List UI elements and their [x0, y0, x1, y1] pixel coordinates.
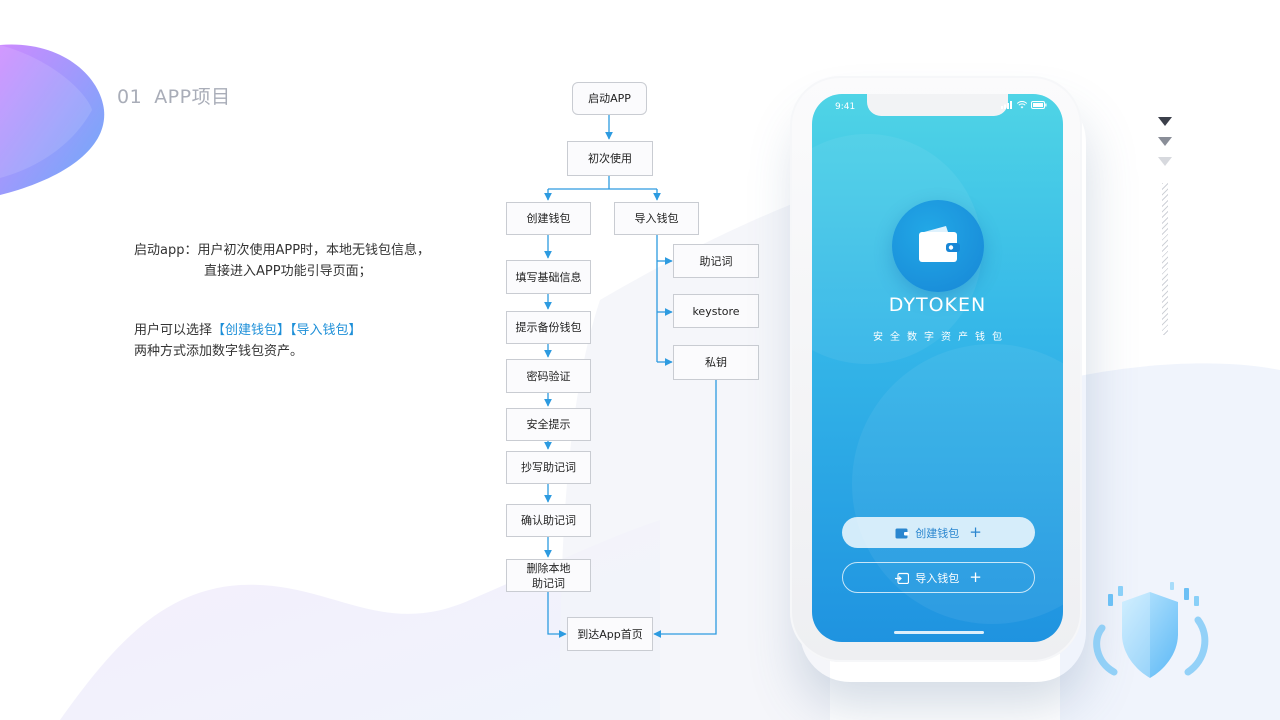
section-title: 01 APP项目	[117, 82, 231, 109]
flow-node-end: 到达App首页	[567, 617, 653, 651]
wallet-icon	[895, 528, 910, 538]
description-block-2: 用户可以选择【创建钱包】【导入钱包】 两种方式添加数字钱包资产。	[134, 320, 362, 362]
flow-node-import-option: keystore	[673, 294, 759, 328]
description-line-2: 直接进入APP功能引导页面；	[204, 264, 372, 279]
highlight-create-wallet: 【创建钱包】	[212, 323, 291, 338]
app-name: DYTOKEN	[888, 294, 987, 316]
flow-node-create-step: 提示备份钱包	[506, 311, 591, 344]
status-icons	[1001, 101, 1047, 109]
plus-icon: +	[969, 523, 982, 541]
wifi-icon	[1017, 101, 1027, 109]
flow-node-create-step: 填写基础信息	[506, 260, 591, 294]
signal-icon	[1001, 101, 1012, 109]
hatched-bar-decoration	[1162, 183, 1168, 335]
section-number: 01	[117, 86, 143, 108]
flow-node-create-step: 密码验证	[506, 359, 591, 393]
flow-node-first-use: 初次使用	[567, 141, 653, 176]
plus-icon: +	[969, 568, 982, 586]
flow-node-import-wallet: 导入钱包	[614, 202, 699, 235]
description-line-3: 用户可以选择【创建钱包】【导入钱包】	[134, 320, 362, 341]
triangle-marker-icon	[1158, 117, 1172, 126]
flow-node-import-option: 助记词	[673, 244, 759, 278]
description-line-1: 启动app：用户初次使用APP时，本地无钱包信息，	[134, 243, 431, 258]
import-wallet-label: 导入钱包	[915, 571, 960, 585]
highlight-import-wallet: 【导入钱包】	[290, 323, 362, 338]
section-label: APP项目	[154, 86, 231, 108]
flow-node-create-step: 确认助记词	[506, 504, 591, 537]
phone-screen: 9:41 DYTOKEN 安全数字资产钱包 创建钱包	[812, 94, 1063, 642]
flow-node-create-wallet: 创建钱包	[506, 202, 591, 235]
import-wallet-button[interactable]: 导入钱包 +	[842, 562, 1035, 593]
import-icon	[895, 572, 910, 584]
phone-notch	[867, 94, 1008, 116]
home-indicator	[894, 631, 984, 634]
flow-node-create-step: 删除本地 助记词	[506, 559, 591, 592]
status-time: 9:41	[835, 102, 856, 112]
shield-icon	[1093, 582, 1209, 678]
description-line-4: 两种方式添加数字钱包资产。	[134, 344, 304, 359]
app-logo	[892, 200, 984, 292]
flow-node-import-option: 私钥	[673, 345, 759, 380]
battery-icon	[1031, 101, 1047, 109]
triangle-marker-icon	[1158, 137, 1172, 146]
description-block-1: 启动app：用户初次使用APP时，本地无钱包信息， 直接进入APP功能引导页面；	[134, 240, 430, 282]
flow-node-create-step: 抄写助记词	[506, 451, 591, 484]
wallet-icon	[919, 226, 960, 262]
app-tagline: 安全数字资产钱包	[873, 332, 1009, 343]
create-wallet-button[interactable]: 创建钱包 +	[842, 517, 1035, 548]
description-prefix: 用户可以选择	[134, 323, 213, 338]
create-wallet-label: 创建钱包	[915, 526, 960, 540]
flow-node-create-step: 安全提示	[506, 408, 591, 441]
triangle-marker-icon	[1158, 157, 1172, 166]
flow-node-start: 启动APP	[572, 82, 647, 115]
